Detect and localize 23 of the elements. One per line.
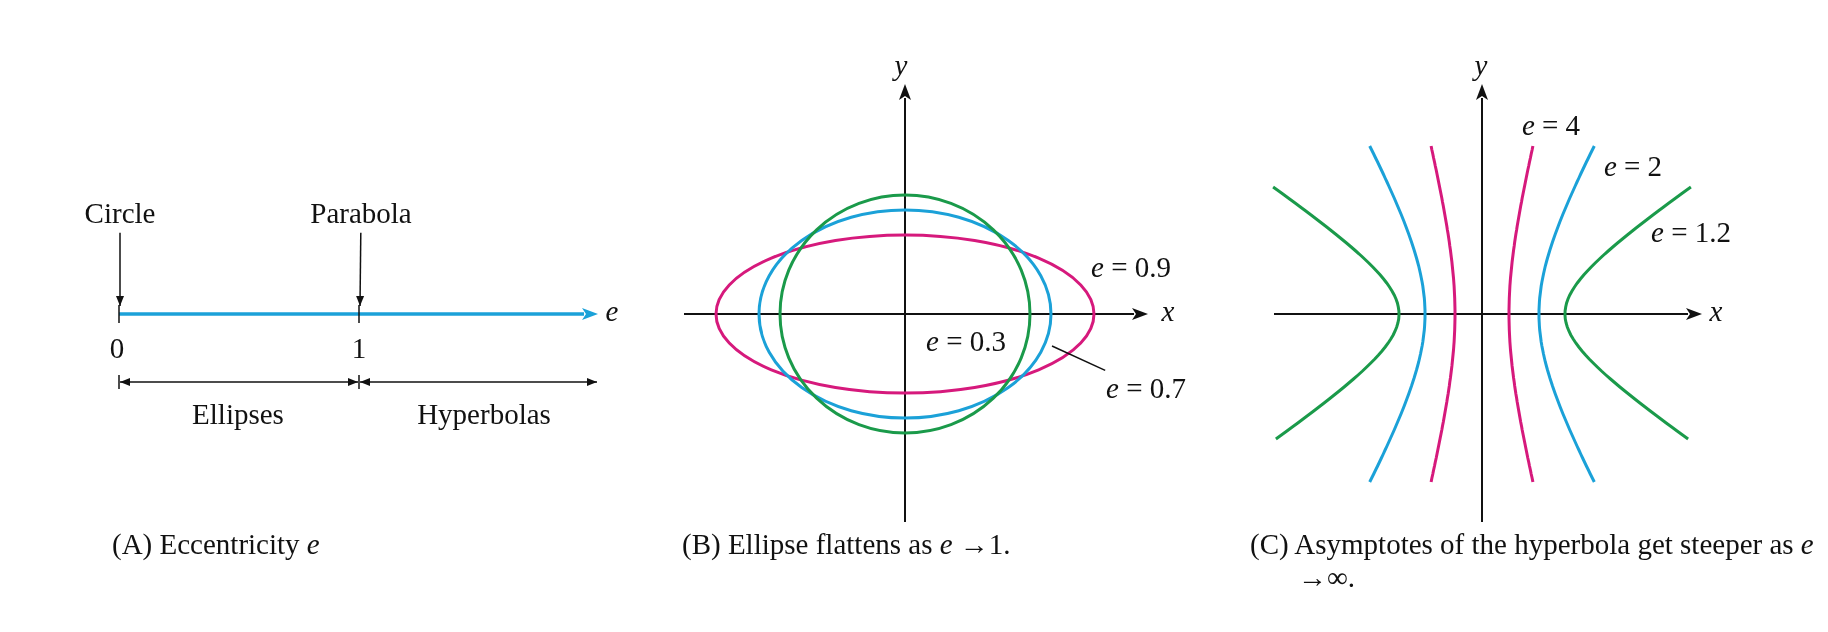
curve-label: Parabola — [307, 195, 415, 233]
leader-line — [1051, 345, 1106, 372]
leader-arrow — [356, 231, 365, 307]
text-label: e = 4 — [1521, 109, 1581, 143]
axis-label: x — [1161, 295, 1175, 329]
text-label: Ellipses — [192, 398, 284, 432]
text-label: Hyperbolas — [417, 398, 551, 432]
text-label: 0 — [109, 332, 125, 366]
axis-label: y — [894, 49, 908, 83]
axis-label: e — [605, 295, 619, 329]
axis-label: x — [1709, 295, 1723, 329]
text-label: e = 0.9 — [1091, 251, 1171, 285]
text-label: e = 0.3 — [926, 325, 1006, 359]
curve-label: e = 0.7 — [1103, 370, 1189, 408]
caption: (B) Ellipse flattens as e →1. — [682, 528, 1012, 562]
caption: (C) Asymptotes of the hyperbola get steeper as e →∞. — [1250, 528, 1815, 595]
leader-arrow — [116, 231, 124, 307]
text-label: 1 — [351, 332, 367, 366]
text-label: e = 1.2 — [1651, 216, 1731, 250]
caption: (A) Eccentricity e — [112, 528, 321, 562]
axis-label: y — [1474, 49, 1488, 83]
curve-label: Circle — [81, 195, 159, 233]
text-label: e = 2 — [1603, 150, 1663, 184]
